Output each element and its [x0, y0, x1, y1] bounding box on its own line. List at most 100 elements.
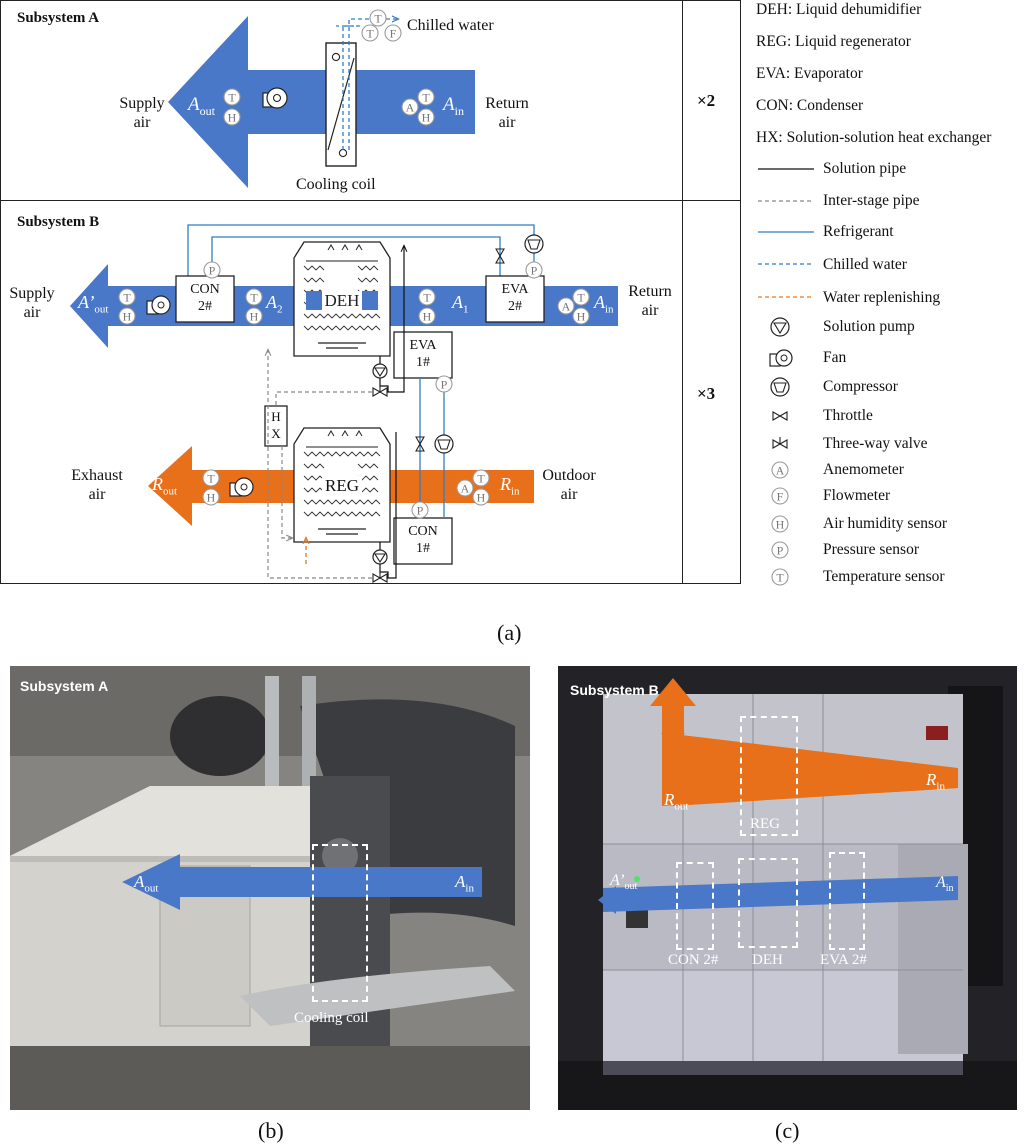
fan-icon: [229, 477, 254, 497]
outdoor-air-label: Outdoor air: [542, 467, 596, 503]
a1-label: A1: [452, 292, 469, 316]
humidity-sensor-icon: H: [418, 307, 436, 325]
humidity-sensor-icon: H: [245, 307, 263, 325]
supply-air-label-b: Supply air: [9, 285, 55, 321]
svg-text:H: H: [228, 111, 237, 125]
deh-label: DEH: [306, 291, 378, 310]
eva-1-label: EVA 1#: [409, 338, 437, 370]
anemometer-icon: A: [771, 461, 789, 479]
temperature-sensor-icon: T: [223, 88, 241, 106]
temperature-sensor-icon: T: [418, 288, 436, 306]
temperature-sensor-icon: T: [369, 9, 387, 27]
svg-text:T: T: [228, 91, 236, 105]
svg-text:A: A: [776, 464, 785, 478]
temperature-sensor-icon: T: [202, 469, 220, 487]
svg-text:A: A: [406, 101, 415, 115]
pressure-sensor-icon: P: [203, 261, 221, 279]
legend-anemometer: Anemometer: [823, 461, 904, 478]
throttle-icon: [495, 248, 505, 264]
caption-a: (a): [497, 620, 522, 645]
temperature-sensor-icon: T: [361, 24, 379, 42]
pressure-sensor-icon: P: [771, 541, 789, 559]
caption-b: (b): [258, 1118, 284, 1143]
cooling-coil-label: Cooling coil: [296, 176, 376, 193]
fan-icon: [769, 349, 793, 367]
compressor-icon: [524, 234, 544, 254]
svg-text:T: T: [366, 27, 374, 41]
legend-water-replenishing: Water replenishing: [823, 289, 941, 306]
solution-pump-icon: [372, 549, 388, 565]
subsystem-a-multiplier: ×2: [697, 91, 716, 110]
svg-text:H: H: [250, 310, 259, 324]
photo-a-label: Subsystem A: [20, 678, 109, 694]
caption-c: (c): [775, 1118, 800, 1143]
svg-text:P: P: [441, 378, 448, 392]
throttle-icon: [415, 436, 425, 452]
svg-text:T: T: [250, 291, 258, 305]
temperature-sensor-icon: T: [118, 288, 136, 306]
svg-text:P: P: [777, 544, 784, 558]
photo-b-con2-label: CON 2#: [668, 952, 719, 968]
svg-text:T: T: [374, 12, 382, 26]
pressure-sensor-icon: P: [411, 501, 429, 519]
svg-text:T: T: [577, 291, 585, 305]
legend-abbr-reg: REG: Liquid regenerator: [756, 33, 911, 50]
schematic-frame: [0, 0, 741, 584]
humidity-sensor-icon: H: [417, 108, 435, 126]
a-out-prime-label: A’out: [78, 292, 109, 316]
photo-a-cooling-coil-label: Cooling coil: [294, 1010, 369, 1026]
supply-air-label-a: Supply air: [119, 95, 165, 131]
humidity-sensor-icon: H: [118, 307, 136, 325]
r-out-label: Rout: [152, 474, 178, 498]
svg-text:P: P: [209, 264, 216, 278]
a2-label: A2: [266, 292, 283, 316]
hx-box: [264, 405, 288, 447]
subsystem-b-diagram: T H P T H T H P A T H P T H P A T H: [70, 224, 618, 583]
compressor-icon: [770, 377, 790, 397]
legend-solution-pump: Solution pump: [823, 318, 915, 335]
svg-text:T: T: [422, 91, 430, 105]
subsystem-a-air-arrow: [168, 16, 475, 188]
svg-text:H: H: [207, 491, 216, 505]
svg-text:A: A: [562, 300, 571, 314]
a-out-label: Aout: [188, 94, 215, 118]
reg-highlight: [740, 716, 798, 836]
legend-throttle: Throttle: [823, 407, 873, 424]
throttle-icon: [772, 411, 788, 421]
return-air-label-b: Return air: [628, 283, 672, 319]
deh-highlight: [738, 858, 798, 948]
svg-text:P: P: [531, 264, 538, 278]
pressure-sensor-icon: P: [435, 375, 453, 393]
photo-subsystem-a: Subsystem A Aout Ain Cooling coil: [10, 666, 530, 1110]
legend-chilled-water: Chilled water: [823, 256, 907, 273]
chilled-water-label: Chilled water: [407, 17, 494, 34]
con-2-highlight: [676, 862, 714, 950]
con-2-label: CON 2#: [190, 282, 220, 314]
humidity-sensor-icon: H: [472, 488, 490, 506]
humidity-sensor-icon: H: [223, 108, 241, 126]
photo-a-aout-label: Aout: [134, 872, 159, 895]
photo-subsystem-b: Subsystem B Rout Rin REG A’out Ain CON 2…: [558, 666, 1017, 1110]
photo-b-eva2-label: EVA 2#: [820, 952, 867, 968]
svg-text:F: F: [390, 27, 397, 41]
legend-symbols: A F H P T: [758, 168, 814, 586]
photo-b-rout-label: Rout: [664, 790, 689, 813]
legend-three-way-valve: Three-way valve: [823, 435, 928, 452]
svg-text:H: H: [577, 310, 586, 324]
compressor-icon: [434, 434, 454, 454]
legend-abbr-deh: DEH: Liquid dehumidifier: [756, 1, 922, 18]
fan-icon: [262, 87, 288, 109]
svg-text:T: T: [423, 291, 431, 305]
legend-humidity-sensor: Air humidity sensor: [823, 515, 947, 532]
eva-2-label: EVA 2#: [501, 282, 529, 314]
photo-b-rin-label: Rin: [926, 770, 945, 793]
solution-pump-icon: [372, 363, 388, 379]
fan-icon: [146, 295, 171, 315]
svg-text:H: H: [423, 310, 432, 324]
con-1-box: [393, 517, 453, 565]
photo-b-exhaust-arrow: [598, 678, 958, 914]
subsystem-divider: [0, 200, 741, 201]
legend-compressor: Compressor: [823, 378, 898, 395]
legend-refrigerant: Refrigerant: [823, 223, 894, 240]
solution-pump-icon: [770, 317, 790, 337]
